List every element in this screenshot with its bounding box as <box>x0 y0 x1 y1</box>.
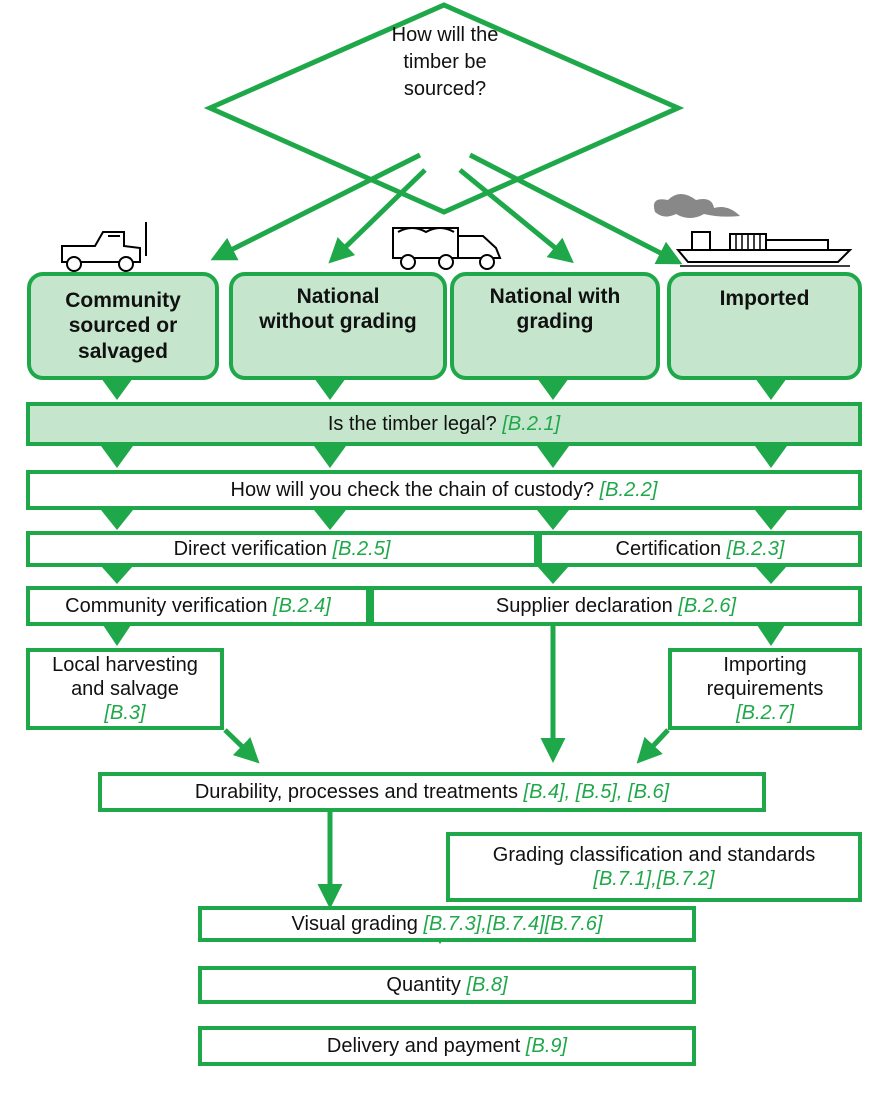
decision-diamond <box>203 2 685 215</box>
visual-grading-box: Visual grading [B.7.3],[B.7.4][B.7.6] <box>198 906 696 942</box>
convergence-arrows <box>223 626 670 909</box>
source-community-line-3: salvaged <box>78 339 168 363</box>
pickup-truck-icon <box>61 222 147 272</box>
certification-text: Certification <box>615 538 722 560</box>
source-national-no-grading-box: National without grading <box>229 272 447 380</box>
community-verification-box: Community verification [B.2.4] <box>26 586 370 626</box>
quantity-text: Quantity <box>386 974 461 996</box>
grading-classification-text: Grading classification and standards <box>492 844 816 866</box>
decision-question: How will the timber be sourced? <box>360 22 530 103</box>
source-national-grading-line-2: grading <box>516 310 594 334</box>
delivery-text: Delivery and payment <box>326 1035 521 1057</box>
legal-ref: [B.2.1] <box>502 413 561 435</box>
local-harvesting-ref: [B.3] <box>104 702 146 724</box>
source-national-grading-box: National with grading <box>450 272 660 380</box>
source-community-line-1: Community <box>65 289 181 313</box>
legal-box: Is the timber legal? [B.2.1] <box>26 402 862 446</box>
quantity-box: Quantity [B.8] <box>198 966 696 1004</box>
direct-verification-text: Direct verification <box>173 538 327 560</box>
source-imported-line-1: Imported <box>719 287 810 310</box>
custody-ref: [B.2.2] <box>599 479 658 501</box>
delivery-ref: [B.9] <box>525 1035 568 1057</box>
community-verification-text: Community verification <box>65 595 268 617</box>
source-community-line-2: sourced or <box>68 314 178 338</box>
cargo-ship-icon <box>653 194 853 267</box>
local-harvesting-line-2: and salvage <box>71 678 179 700</box>
source-arrows <box>210 152 683 265</box>
legal-text: Is the timber legal? <box>327 413 497 435</box>
importing-requirements-line-1: Importing <box>723 654 807 676</box>
supplier-declaration-text: Supplier declaration <box>495 595 673 617</box>
custody-text: How will you check the chain of custody? <box>230 479 595 501</box>
certification-box: Certification [B.2.3] <box>538 531 862 567</box>
importing-requirements-ref: [B.2.7] <box>736 702 794 724</box>
local-harvesting-box: Local harvesting and salvage [B.3] <box>26 648 224 730</box>
durability-text: Durability, processes and treatments <box>194 781 518 803</box>
supplier-declaration-box: Supplier declaration [B.2.6] <box>370 586 862 626</box>
local-harvesting-line-1: Local harvesting <box>52 654 198 676</box>
direct-verification-box: Direct verification [B.2.5] <box>26 531 538 567</box>
visual-grading-ref: [B.7.3],[B.7.4][B.7.6] <box>423 913 603 935</box>
decision-line-2: timber be <box>403 51 487 73</box>
source-national-no-grading-line-2: without grading <box>259 310 417 334</box>
source-community-box: Community sourced or salvaged <box>27 272 219 380</box>
supplier-declaration-ref: [B.2.6] <box>678 595 737 617</box>
importing-requirements-line-2: requirements <box>706 678 824 700</box>
custody-box: How will you check the chain of custody?… <box>26 470 862 510</box>
certification-ref: [B.2.3] <box>726 538 785 560</box>
delivery-box: Delivery and payment [B.9] <box>198 1026 696 1066</box>
source-imported-box: Imported <box>667 272 862 380</box>
decision-line-3: sourced? <box>403 78 487 100</box>
decision-line-1: How will the <box>391 24 499 46</box>
importing-requirements-box: Importing requirements [B.2.7] <box>668 648 862 730</box>
community-verification-ref: [B.2.4] <box>273 595 331 617</box>
grading-classification-box: Grading classification and standards [B.… <box>446 832 862 902</box>
visual-grading-text: Visual grading <box>291 913 418 935</box>
lorry-truck-icon <box>392 227 502 270</box>
durability-ref: [B.4], [B.5], [B.6] <box>523 781 670 803</box>
durability-box: Durability, processes and treatments [B.… <box>98 772 766 812</box>
direct-verification-ref: [B.2.5] <box>332 538 391 560</box>
source-national-grading-line-1: National with <box>489 285 621 308</box>
quantity-ref: [B.8] <box>466 974 508 996</box>
source-national-no-grading-line-1: National <box>296 285 380 308</box>
grading-classification-ref: [B.7.1],[B.7.2] <box>593 868 715 890</box>
